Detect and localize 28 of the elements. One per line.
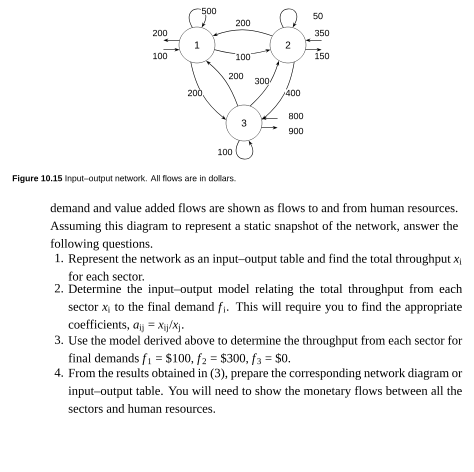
flow-value: 100 bbox=[152, 52, 168, 60]
flow-value: 150 bbox=[314, 52, 330, 60]
flow-value: 350 bbox=[314, 29, 330, 37]
item-number: 4. bbox=[54, 368, 63, 377]
figure-caption: Figure 10.15 Input–output network. All flows are in dollars. bbox=[12, 174, 236, 184]
flow-arrow bbox=[188, 8, 206, 28]
item-number: 3. bbox=[54, 336, 63, 344]
flow-value: 100 bbox=[217, 148, 233, 156]
flow-value: 200 bbox=[187, 89, 203, 97]
list-item: Determine the input–output model relating the total throughput from each sector x$_{i}$ to the final demand f$_{i}$. This will require you to find the appropriate coefficients, a$_{ij}$ = x$_{ij}$/x$_{j}$. bbox=[68, 284, 462, 332]
flow-arrow bbox=[236, 140, 254, 160]
flow-value: 900 bbox=[288, 127, 304, 135]
item-number: 2. bbox=[54, 284, 63, 293]
flow-value: 300 bbox=[254, 77, 270, 85]
flow-value: 800 bbox=[288, 112, 304, 120]
flow-value: 200 bbox=[152, 29, 168, 37]
list-item: Represent the network as an input–output table and find the total throughput x$_{i}$ for each sector. bbox=[68, 254, 462, 281]
flow-value: 100 bbox=[235, 53, 251, 61]
flow-value: 200 bbox=[228, 72, 244, 80]
flow-value: 500 bbox=[201, 7, 217, 15]
item-number: 1. bbox=[55, 254, 63, 262]
list-item: Use the model derived above to determine the throughput from each sector for final demands f$_{1}$ = $100, f$_{2}$ = $300, f$_{3}$ = $0. bbox=[68, 336, 462, 365]
list-item: From the results obtained in (3), prepare the corresponding network diagram or input–output table. You will need to show the monetary flows between all the sectors and human resources. bbox=[68, 368, 462, 413]
body-paragraph: demand and value added flows are shown as flows to and from human resources. Assuming this diagram to represent a static snapshot of the network, answer the following questions. bbox=[50, 203, 458, 250]
flow-value: 400 bbox=[285, 89, 301, 97]
flow-arrow bbox=[280, 8, 298, 28]
flow-value: 50 bbox=[312, 12, 324, 20]
flow-value: 200 bbox=[235, 19, 251, 27]
